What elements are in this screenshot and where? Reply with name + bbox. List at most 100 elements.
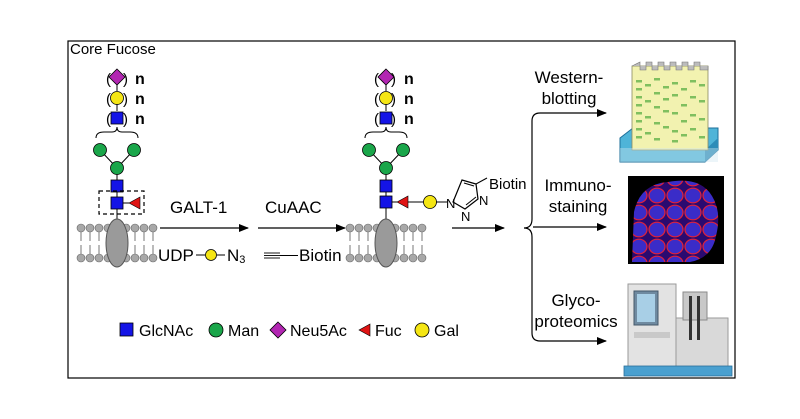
triazole-ring-icon: N N N: [446, 177, 488, 224]
lipid-head: [130, 253, 140, 263]
svg-text:): ): [123, 91, 128, 108]
lipid-head: [417, 253, 427, 263]
biotin-probe-label: Biotin: [299, 246, 342, 265]
blot-band: [636, 104, 642, 107]
man-circle: [93, 143, 107, 157]
lipid-head: [345, 223, 355, 233]
lipid-head: [94, 223, 104, 233]
legend-gal-circle: [414, 322, 430, 338]
fuc-triangle: [128, 196, 141, 210]
blot-band: [636, 96, 642, 99]
svg-text:): ): [123, 71, 128, 88]
repeat-neu5ac-left: ( ) n: [106, 68, 145, 88]
repeat-n: n: [135, 91, 145, 108]
blot-band: [654, 106, 660, 109]
gal-circle: [110, 91, 124, 105]
lipid-head: [408, 253, 418, 263]
repeat-n: n: [404, 111, 414, 128]
blot-band: [645, 116, 651, 119]
blot-band: [690, 114, 696, 117]
svg-text:): ): [391, 111, 396, 128]
figure-frame: [67, 40, 736, 379]
svg-text:(: (: [106, 111, 111, 128]
glcnac-square: [379, 111, 393, 125]
svg-text:N: N: [461, 209, 470, 224]
blot-band: [636, 120, 642, 123]
legend-man-circle: [208, 322, 224, 338]
readout-branch: [523, 109, 607, 345]
glcnac-square: [379, 179, 393, 193]
reaction-steps: GALT-1 CuAAC UDP N3 Biotin: [158, 198, 346, 266]
blot-band: [636, 80, 642, 83]
readout-western-line2: blotting: [542, 89, 597, 108]
labeled-glycoprotein: ( ) n ( ) n ( ) n N N: [345, 68, 527, 268]
svg-text:(: (: [374, 91, 379, 108]
lipid-head: [363, 253, 373, 263]
man-circle: [127, 143, 141, 157]
enzyme-label: GALT-1: [170, 198, 227, 217]
lipid-head: [76, 253, 86, 263]
repeat-n: n: [404, 91, 414, 108]
legend-glcnac-square: [119, 322, 134, 337]
blot-band: [690, 80, 696, 83]
svg-text:(: (: [374, 71, 379, 88]
legend-neu5ac-diamond: [269, 321, 287, 339]
udp-label: UDP: [158, 246, 194, 265]
readout-proteomics-line1: Glyco-: [551, 291, 600, 310]
mass-spectrometer-icon: [623, 283, 733, 377]
man-circle: [110, 161, 124, 175]
blot-band: [636, 88, 642, 91]
blot-band: [681, 120, 687, 123]
gal-circle: [423, 195, 437, 209]
blot-band: [654, 78, 660, 81]
reaction-label: CuAAC: [265, 198, 322, 217]
blot-band: [636, 112, 642, 115]
blot-band: [672, 140, 678, 143]
legend-fuc-triangle: [358, 323, 371, 337]
blot-band: [663, 98, 669, 101]
svg-text:(: (: [106, 71, 111, 88]
blot-band: [654, 122, 660, 125]
core-fucose-highlight: [98, 190, 145, 215]
blot-band: [672, 130, 678, 133]
glcnac-square: [110, 179, 124, 193]
lipid-head: [148, 223, 158, 233]
blot-band: [681, 134, 687, 137]
glcnac-square: [110, 111, 124, 125]
repeat-gal-left: ( ) n: [106, 91, 145, 108]
blot-band: [663, 110, 669, 113]
immunostaining-image: [628, 176, 724, 264]
lipid-head: [345, 253, 355, 263]
repeat-glcnac-left: ( ) n: [106, 111, 145, 128]
lipid-head: [139, 253, 149, 263]
lipid-head: [94, 253, 104, 263]
legend-man-label: Man: [228, 323, 259, 340]
lipid-head: [85, 223, 95, 233]
blot-band: [654, 92, 660, 95]
blot-band: [690, 128, 696, 131]
protein: [374, 218, 398, 268]
blot-band: [654, 138, 660, 141]
lipid-head: [148, 253, 158, 263]
legend-neu5ac-label: Neu5Ac: [290, 323, 347, 340]
lipid-head: [408, 223, 418, 233]
protein: [105, 218, 129, 268]
western-blot-icon: [619, 61, 719, 163]
svg-text:N: N: [479, 193, 488, 208]
lipid-head: [399, 253, 409, 263]
glcnac-square: [379, 195, 393, 209]
left-glycoprotein: ( ) n ( ) n ( ) n: [76, 68, 158, 268]
readout-proteomics-line2: proteomics: [534, 312, 617, 331]
blot-band: [672, 82, 678, 85]
lipid-head: [363, 223, 373, 233]
blot-band: [636, 136, 642, 139]
blot-band: [645, 84, 651, 87]
biotin-tag-label: Biotin: [489, 176, 527, 193]
lipid-head: [417, 223, 427, 233]
man-circle: [362, 143, 376, 157]
gal-circle: [205, 249, 217, 261]
legend-glcnac-label: GlcNAc: [139, 323, 193, 340]
readout-immuno-line1: Immuno-: [544, 176, 611, 195]
readout-western-line1: Western-: [535, 68, 604, 87]
gal-circle: [379, 91, 393, 105]
